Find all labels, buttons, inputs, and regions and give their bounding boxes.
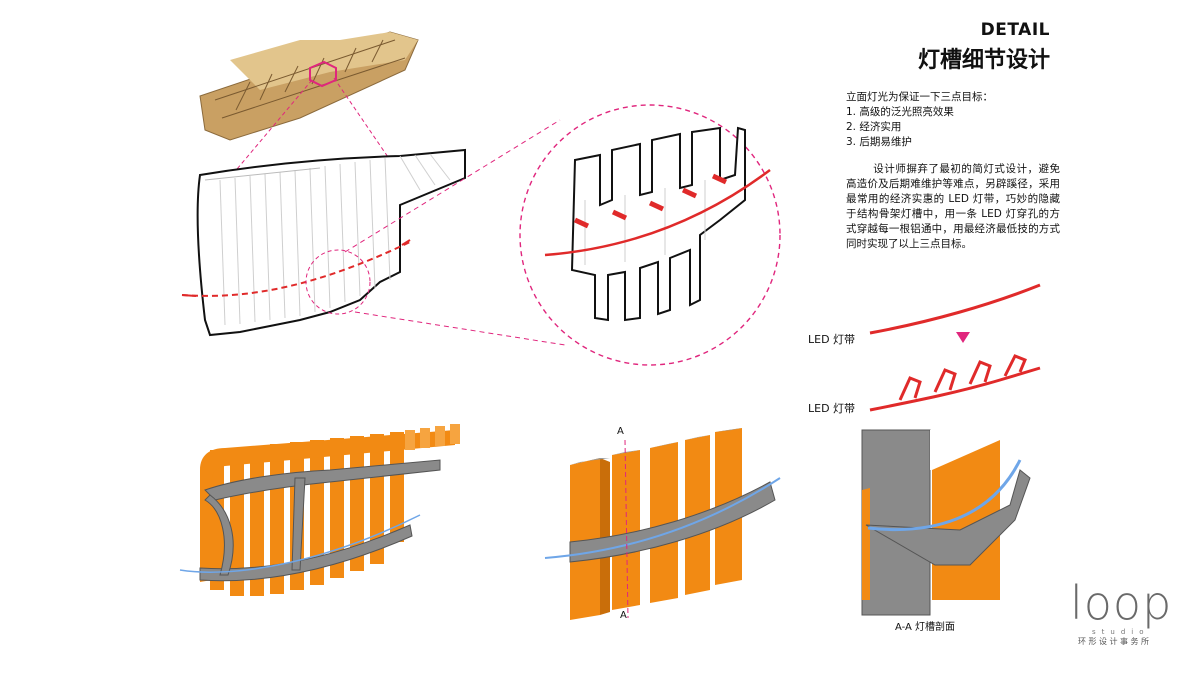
- goals-list: 立面灯光为保证一下三点目标： 1. 高级的泛光照亮效果 2. 经济实用 3. 后…: [846, 90, 1056, 150]
- description-paragraph: 设计师摒弃了最初的简灯式设计，避免高造价及后期难维护等难点，另辟蹊径，采用最常用…: [846, 163, 1060, 250]
- led-strip-bent: [898, 354, 1027, 401]
- aerial-canopy-thumbnail: [199, 31, 419, 141]
- led-label-bottom: LED 灯带: [808, 402, 856, 415]
- section-caption: A-A 灯槽剖面: [894, 622, 956, 633]
- section-aa-rendering: [861, 429, 1031, 616]
- zoom-detail-circle: [519, 104, 781, 366]
- studio-logo: loop studio 环形设计事务所: [1070, 580, 1180, 647]
- outline-canopy-diagram: [181, 148, 466, 337]
- section-marker-top: A: [617, 426, 624, 437]
- led-label-top: LED 灯带: [808, 333, 856, 346]
- logo-wordmark: loop: [1070, 576, 1173, 630]
- orange-frame-rendering: [179, 424, 460, 596]
- led-strip-diagrams: [869, 283, 1041, 412]
- goal-item-1: 1. 高级的泛光照亮效果: [846, 106, 954, 118]
- goal-item-2: 2. 经济实用: [846, 121, 902, 133]
- leader-lines-zoom: [344, 119, 566, 346]
- logo-subtitle-en: studio: [1092, 628, 1150, 636]
- led-strip-straight: [869, 283, 1041, 335]
- arrow-down-icon: [956, 332, 970, 343]
- section-marker-bottom: A: [620, 610, 627, 621]
- goals-intro: 立面灯光为保证一下三点目标：: [846, 91, 993, 103]
- closeup-rendering: [544, 428, 781, 620]
- logo-subtitle-cn: 环形设计事务所: [1078, 637, 1152, 646]
- title-english: DETAIL: [980, 20, 1050, 40]
- title-chinese: 灯槽细节设计: [917, 48, 1050, 73]
- goal-item-3: 3. 后期易维护: [846, 136, 912, 148]
- leader-lines-top: [231, 77, 391, 176]
